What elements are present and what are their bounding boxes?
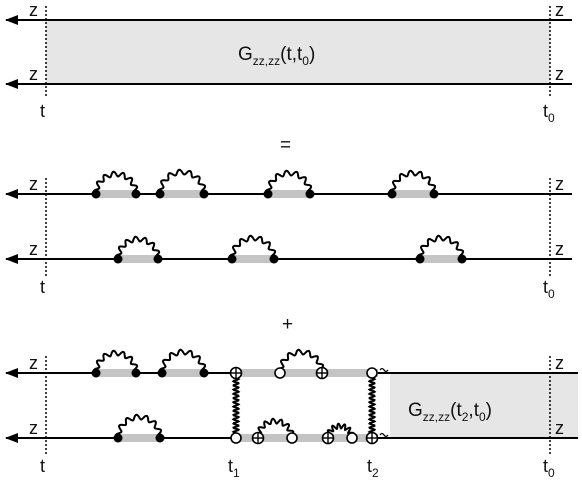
vertex-right: [305, 189, 315, 199]
break-mark-upper: [379, 367, 389, 373]
vertex-left: [91, 368, 101, 378]
bath-correlation-arc: [114, 413, 163, 439]
shaded-interval: [162, 369, 204, 377]
shaded-interval: [392, 190, 434, 198]
vertex-left: [387, 189, 397, 199]
vertex-right: [199, 368, 209, 378]
coupling-t1: [231, 377, 241, 434]
vertex-left: [113, 254, 123, 264]
time-label-t1: t1: [228, 456, 240, 480]
vertex-right: [131, 189, 141, 199]
bath-correlation-arc: [324, 422, 355, 439]
z-label-right-lower-3: z: [555, 418, 564, 438]
bath-correlation-arc: [92, 170, 139, 195]
section-3: z z z z t t1 t2 t0 Gzz,zz(t2,t0): [5, 348, 578, 480]
z-label-right-upper-2: z: [555, 174, 564, 194]
z-label-left-lower-3: z: [29, 418, 38, 438]
bath-correlation-arc: [276, 348, 325, 374]
break-mark-lower: [379, 432, 389, 438]
z-label-left-lower-2: z: [29, 239, 38, 259]
vertex-left: [91, 189, 101, 199]
z-label-right-lower-1: z: [555, 64, 564, 84]
vertex-left: [227, 254, 237, 264]
oplus-vertex: [315, 366, 329, 380]
z-label-right-upper-1: z: [555, 0, 564, 20]
time-label-t-2: t: [40, 277, 45, 297]
vertex-right: [457, 254, 467, 264]
time-label-t-1: t: [40, 101, 45, 121]
bath-correlation-arc: [92, 349, 139, 374]
coupling-t2: [367, 377, 377, 434]
vertex-left: [157, 368, 167, 378]
bath-correlation-arc: [158, 348, 207, 374]
z-label-left-upper-3: z: [29, 353, 38, 373]
shaded-interval: [160, 190, 204, 198]
plus-sign: +: [282, 314, 293, 335]
vertex-left: [263, 189, 273, 199]
shaded-interval: [96, 190, 136, 198]
z-label-right-upper-3: z: [555, 353, 564, 373]
bath-correlation-arc: [264, 169, 313, 195]
time-label-t0-1: t0: [543, 101, 555, 125]
time-label-t2: t2: [367, 456, 379, 480]
vertex-left: [155, 189, 165, 199]
shaded-interval-lower: [236, 434, 378, 442]
shaded-interval-upper: [236, 369, 378, 377]
bath-correlation-arc: [416, 234, 465, 260]
oplus-vertex-t1-upper: [229, 366, 243, 380]
oplus-vertex: [321, 431, 335, 445]
open-vertex-t2-upper: [366, 367, 378, 379]
propagator-box-1: [46, 21, 550, 83]
open-vertex: [286, 432, 298, 444]
propagator-label-3: Gzz,zz(t2,t0): [408, 400, 492, 424]
oplus-vertex: [251, 431, 265, 445]
bath-correlation-arc: [254, 417, 295, 439]
shaded-interval: [96, 369, 136, 377]
z-label-left-upper-2: z: [29, 174, 38, 194]
z-label-left-lower-1: z: [29, 64, 38, 84]
shaded-interval: [232, 255, 274, 263]
shaded-interval: [118, 255, 158, 263]
z-label-right-lower-2: z: [555, 239, 564, 259]
vertex-right: [153, 254, 163, 264]
oplus-vertex-t2-lower: [365, 431, 379, 445]
vertex-right: [131, 368, 141, 378]
open-vertex: [346, 432, 358, 444]
vertex-right: [199, 189, 209, 199]
bath-correlation-arc: [156, 168, 207, 195]
shaded-interval: [118, 434, 160, 442]
bath-correlation-arc: [228, 234, 277, 260]
time-label-t-3: t: [40, 456, 45, 476]
z-label-left-upper-1: z: [29, 0, 38, 20]
section-1: z z z z t t0 Gzz,zz(t,t0): [5, 0, 572, 125]
bath-correlation-arc: [114, 235, 161, 260]
open-vertex: [274, 367, 286, 379]
time-label-t0-2: t0: [543, 277, 555, 301]
vertex-right: [155, 433, 165, 443]
shaded-interval: [268, 190, 310, 198]
equals-sign: =: [280, 135, 291, 156]
propagator-label-1: Gzz,zz(t,t0): [238, 44, 315, 68]
vertex-right: [269, 254, 279, 264]
section-2: z z z z t t0: [5, 168, 572, 301]
shaded-interval: [420, 255, 462, 263]
bath-correlation-arc: [388, 169, 437, 195]
time-label-t0-3: t0: [543, 456, 555, 480]
open-vertex-t1-lower: [230, 432, 242, 444]
vertex-left: [415, 254, 425, 264]
vertex-right: [429, 189, 439, 199]
vertex-left: [113, 433, 123, 443]
propagator-box-3: [390, 374, 578, 438]
